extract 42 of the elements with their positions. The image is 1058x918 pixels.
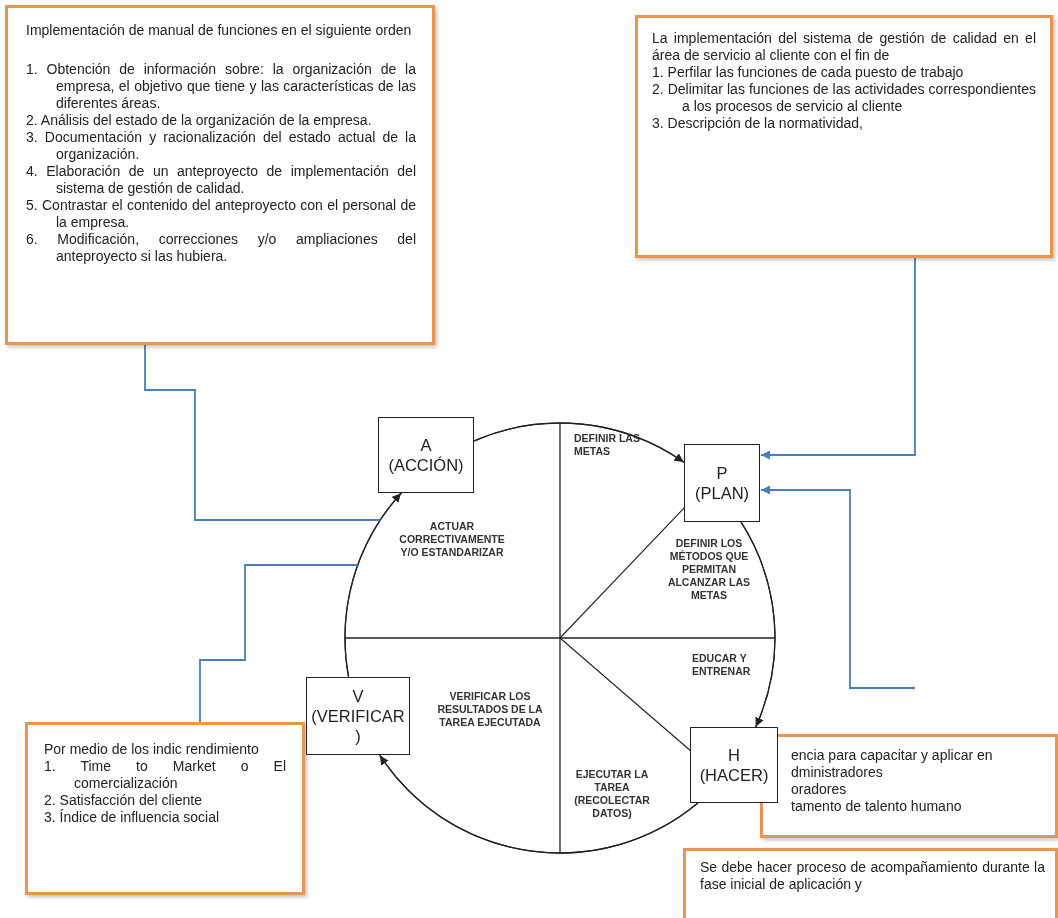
paragraph: Por medio de los indic rendimiento: [44, 741, 260, 758]
list-item: 2. Análisis del estado de la organización de la empresa.: [26, 112, 373, 129]
arrow: [760, 485, 916, 689]
paragraph: Se debe hacer proceso de acompañamiento durante la fase inicial de aplicación y: [700, 859, 1045, 893]
list-item: 2. Satisfacción del cliente: [44, 792, 203, 809]
sector-label: ACTUAR CORRECTIVAMENTE Y/O ESTANDARIZAR: [398, 520, 506, 559]
list-item: 3. Índice de influencia social: [44, 809, 221, 826]
sector-label: DEFINIR LAS METAS: [574, 432, 641, 458]
list-item: 4. Elaboración de un anteproyecto de implementación del sistema de gestión de calidad.: [26, 163, 416, 197]
arrow: [740, 521, 776, 728]
connector-line: [199, 564, 359, 723]
phase-box: P (PLAN): [684, 444, 760, 522]
paragraph: Implementación de manual de funciones en el siguiente orden: [26, 22, 413, 39]
sector-label: EJECUTAR LA TAREA (RECOLECTAR DATOS): [573, 768, 651, 820]
paragraph: encia para capacitar y aplicar en: [791, 747, 994, 764]
sector-label: EDUCAR Y ENTRENAR: [692, 652, 752, 678]
arrow: [379, 755, 699, 854]
arrow: [474, 422, 685, 463]
list-item: 3. Documentación y racionalización del estado actual de la organización.: [26, 129, 416, 163]
phase-box: V (VERIFICAR ): [306, 677, 410, 755]
connector-line: [144, 344, 382, 521]
list-item: 2. Delimitar las funciones de las actividades correspondientes a los procesos de servicio al cliente: [652, 81, 1036, 115]
text-panel: [635, 15, 1053, 258]
text-panel: [683, 848, 1058, 918]
list-item: 1. Time to Market o El comercialización: [44, 758, 286, 792]
list-item: 5. Contrastar el contenido del anteproyecto con el personal de la empresa.: [26, 197, 416, 231]
list-item: 3. Descripción de la normatividad,: [652, 115, 864, 132]
list-item: 1. Obtención de información sobre: la organización de la empresa, el objetivo que tiene y las características de las diferentes áreas.: [26, 61, 416, 112]
sector-label: DEFINIR LOS MÉTODOS QUE PERMITAN ALCANZAR LAS METAS: [666, 537, 752, 602]
arrow: [344, 492, 402, 677]
arrow: [760, 257, 916, 460]
phase-box: H (HACER): [690, 727, 778, 803]
paragraph: tamento de talento humano: [791, 798, 963, 815]
list-item: 6. Modificación, correcciones y/o ampliaciones del anteproyecto si las hubiera.: [26, 231, 416, 265]
text-panel: [5, 5, 435, 345]
text-panel: [25, 722, 305, 895]
sector-label: VERIFICAR LOS RESULTADOS DE LA TAREA EJECUTADA: [436, 690, 544, 729]
paragraph: oradores: [791, 781, 848, 798]
list-item: 1. Perfilar las funciones de cada puesto de trabajo: [652, 64, 965, 81]
paragraph: dministradores: [791, 764, 884, 781]
phase-box: A (ACCIÓN): [378, 417, 474, 493]
paragraph: La implementación del sistema de gestión de calidad en el área de servicio al cliente con el fin de: [652, 30, 1036, 64]
